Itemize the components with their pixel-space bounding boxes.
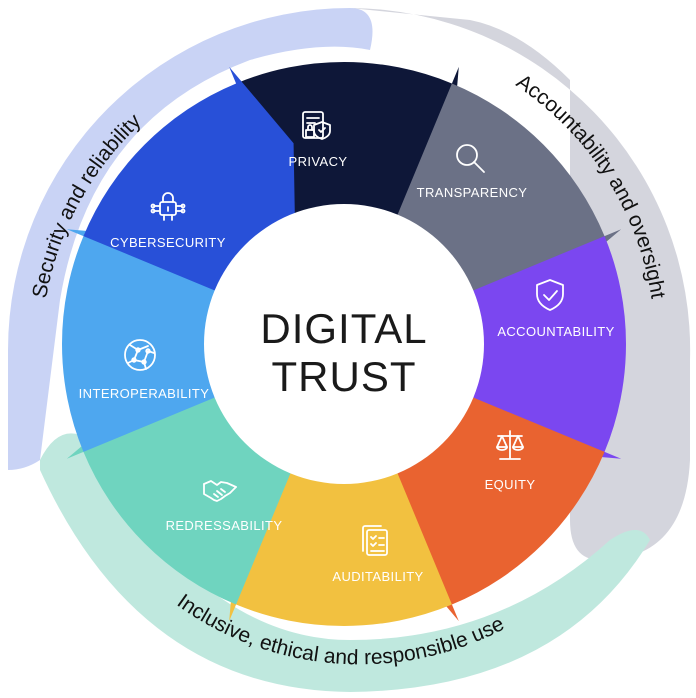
document-shield-icon (302, 111, 331, 140)
shield-check-icon (536, 279, 564, 311)
segment-label-redressability: REDRESSABILITY (166, 518, 283, 533)
segment-equity (392, 394, 605, 622)
handshake-icon (203, 480, 237, 502)
segment-transparency (394, 83, 622, 296)
segment-label-equity: EQUITY (485, 477, 536, 492)
segment-label-privacy: PRIVACY (289, 154, 348, 169)
band-security (8, 8, 373, 470)
network-globe-icon (124, 339, 156, 371)
scales-icon (496, 430, 524, 460)
segments-ring: PRIVACY TRANSPARENCY ACCOUNTABILITY EQUITY A… (62, 62, 626, 626)
magnifier-icon (456, 144, 485, 173)
segment-redressability (66, 392, 294, 605)
segment-label-cybersecurity: CYBERSECURITY (110, 235, 226, 250)
band-inclusive (40, 433, 650, 692)
segment-label-interoperability: INTEROPERABILITY (79, 386, 210, 401)
segment-label-accountability: ACCOUNTABILITY (497, 324, 614, 339)
segment-accountability (462, 236, 626, 459)
documents-checklist-icon (362, 525, 388, 556)
center-title-line2: TRUST (272, 353, 417, 400)
center-title-line1: DIGITAL (260, 305, 427, 352)
segment-auditability (229, 462, 452, 626)
circuit-lock-icon (150, 192, 186, 221)
center-circle (204, 204, 484, 484)
segment-label-transparency: TRANSPARENCY (417, 185, 528, 200)
segment-label-auditability: AUDITABILITY (332, 569, 423, 584)
segment-cybersecurity (83, 66, 296, 294)
